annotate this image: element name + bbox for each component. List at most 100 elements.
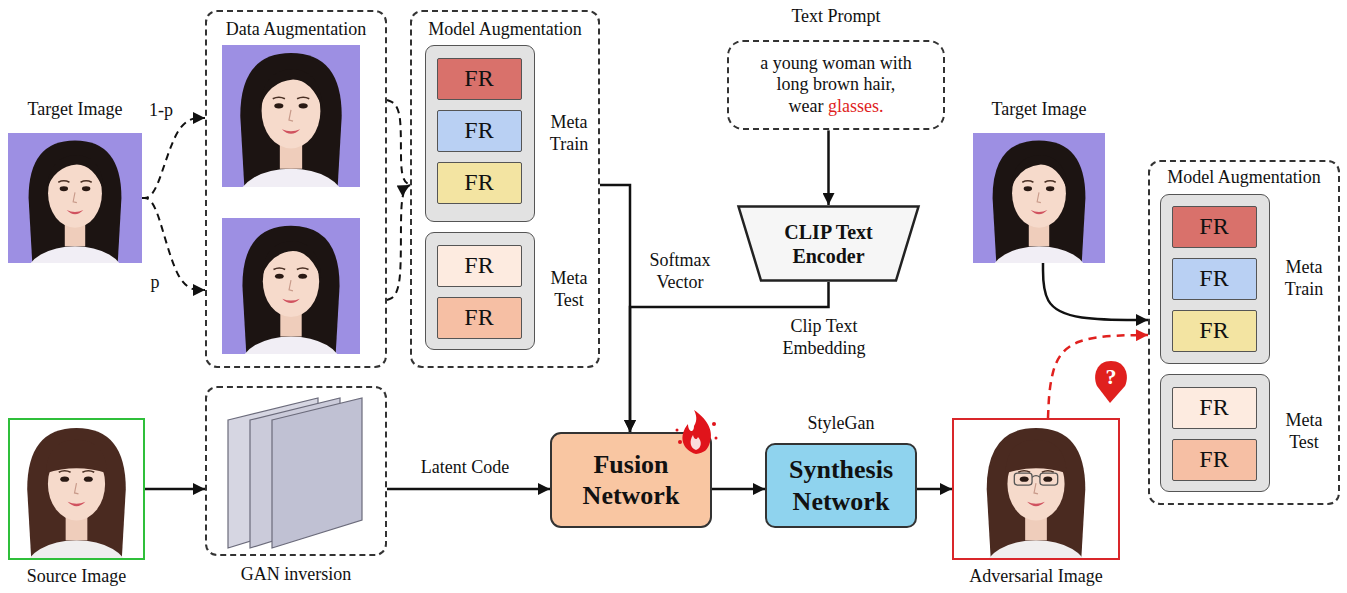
box-label: Fusion Network [561,449,701,511]
heading-label: Source Image [0,566,155,588]
hair-part [1010,155,1068,190]
spark [712,422,716,426]
connector [1048,335,1148,418]
eyebrow [273,97,285,99]
eye [84,477,93,482]
heading-label: Text Prompt [727,6,945,28]
eye [1043,477,1052,482]
fr-box: FR [1172,206,1257,248]
eye [60,477,69,482]
flame-core [691,435,701,450]
eye [1024,186,1032,191]
edge-label: p [144,272,166,294]
face-picture [222,45,360,187]
heading-label: Model Augmentation [1150,167,1338,189]
box-label: FR [1199,393,1228,422]
eye [1046,186,1054,191]
edge-label: Softmax Vector [638,250,722,293]
fr-box: FR [1172,387,1257,429]
shoulders [25,540,128,558]
nose [75,483,79,494]
connector [387,488,550,491]
trainable-flame [676,410,718,454]
eye [275,274,284,279]
fr-box: FR [1172,258,1257,300]
latent-plane [272,398,362,548]
face-picture [10,420,143,558]
picture-ground [8,133,142,263]
hair-part [261,241,321,278]
eye [274,103,283,108]
fr-box: FR [437,162,522,204]
question-mark: ? [1097,364,1125,390]
face-picture [954,420,1118,558]
heading-label: Meta Train [1278,257,1330,300]
connector [145,488,205,491]
augmentation-group: Data Augmentation [205,10,387,368]
shoulders [991,246,1088,263]
box-label: FR [1199,316,1228,345]
adversarial-image: Adversarial Image [952,418,1120,560]
gan-inversion-group: GAN inversion [205,386,387,556]
picture-ground [222,45,360,187]
nose [73,192,77,202]
hair-part [260,69,323,108]
meta-test-group: Meta TestFRFR [425,232,535,350]
edge-label: Clip Text Embedding [772,316,876,359]
heading-label: Model Augmentation [412,19,598,41]
eye [299,103,308,108]
heading-label: Data Augmentation [207,19,385,41]
heading-label: Target Image [0,99,154,121]
heading-label: Target Image [961,99,1117,121]
hair-back [27,428,126,558]
meta-train-group: Meta TrainFRFRFR [425,45,535,222]
box-label: a young woman with long brown hair, wear… [757,53,915,118]
glasses-bridge [1032,476,1040,477]
box-outline [550,432,712,528]
heading-label: StyleGan [765,413,917,435]
fr-box: FR [437,110,522,152]
augmentation-group: Model AugmentationMeta TrainFRFRFRMeta T… [410,10,600,368]
synthesis-box: StyleGanSynthesis Network [765,443,917,528]
mouth [68,502,86,506]
connector [1043,263,1148,320]
connector [142,118,205,198]
meta-test-group: Meta TestFRFR [1160,374,1270,492]
shoulders [240,337,341,354]
fusion-box: Fusion Network [550,432,712,528]
box-label: FR [464,116,493,145]
hair-back [987,428,1086,558]
eyebrow [1018,471,1030,472]
heading-label: Meta Test [543,268,595,311]
picture-ground [222,218,360,354]
fr-box: FR [437,245,522,287]
heading-label: Adversarial Image [952,566,1120,588]
face-picture [973,133,1105,263]
heading-label: Meta Train [543,112,595,155]
encoder-shape [739,207,919,281]
spark [676,429,679,432]
connector [917,488,952,491]
box-label: FR [1199,264,1228,293]
hair-bangs [1005,440,1066,474]
mouth [282,299,299,303]
eyebrow [274,268,286,269]
target-image: Target Image [8,133,142,263]
heading-label: GAN inversion [205,564,387,586]
eyebrow [1042,471,1054,472]
box-label: FR [1199,212,1228,241]
connector [387,100,410,300]
eyebrow [82,471,94,472]
spark [678,440,682,444]
augmentation-group: Model AugmentationMeta TrainFRFRFRMeta T… [1148,160,1340,505]
eye [1020,477,1029,482]
box-label: FR [464,64,493,93]
mouth [1031,210,1048,214]
connector [827,130,830,205]
latent-planes [228,398,362,548]
target-image: Target Image [973,133,1105,263]
box-label: FR [464,251,493,280]
fr-box: FR [437,297,522,339]
face-picture [222,218,360,354]
